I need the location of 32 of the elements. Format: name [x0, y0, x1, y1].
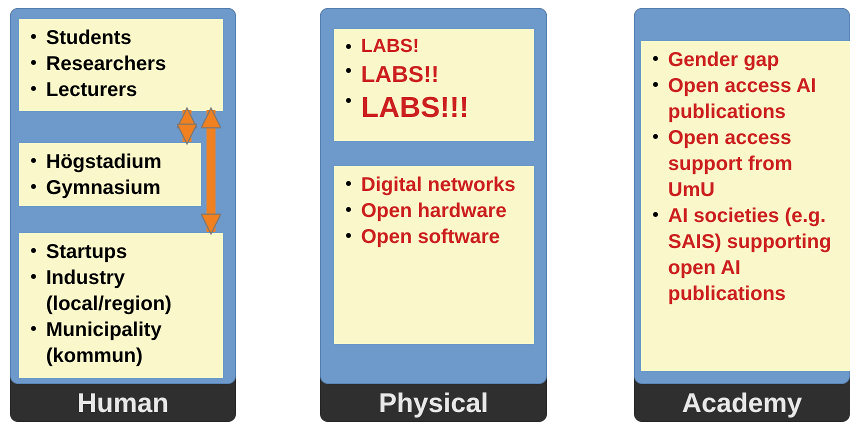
category-column	[10, 8, 236, 422]
list-item: LABS!!!	[361, 90, 469, 126]
list-item: Gender gap	[668, 48, 780, 73]
column-title: Human	[77, 386, 169, 420]
list-item: Startups	[46, 240, 128, 265]
list-panel	[334, 29, 534, 141]
list-item: Researchers	[46, 52, 166, 77]
list-item: AI societies (e.g. SAIS) supporting open AI publications	[668, 204, 832, 307]
list-item: LABS!!	[361, 60, 439, 89]
list-panel	[19, 19, 223, 111]
list-panel	[641, 41, 850, 371]
list-item: Lecturers	[46, 78, 138, 103]
list-item: Open software	[361, 225, 500, 250]
category-column	[634, 8, 850, 422]
double-arrow	[200, 107, 222, 235]
list-item: Gymnasium	[46, 176, 160, 201]
list-panel	[334, 166, 534, 344]
list-item: Högstadium	[46, 150, 162, 175]
list-item: Open access support from UmU	[668, 126, 794, 203]
list-item: Industry (local/region)	[46, 266, 173, 317]
list-panel	[19, 233, 223, 378]
list-panel	[19, 143, 201, 206]
column-title: Physical	[378, 386, 488, 420]
list-item: Open access AI publications	[668, 74, 818, 125]
double-arrow	[176, 107, 198, 145]
list-item: Students	[46, 26, 132, 51]
category-column	[320, 8, 547, 422]
list-item: LABS!	[361, 35, 420, 59]
list-item: Digital networks	[361, 173, 516, 198]
column-title: Academy	[682, 386, 802, 420]
list-item: Open hardware	[361, 199, 507, 224]
list-item: Municipality (kommun)	[46, 318, 163, 369]
